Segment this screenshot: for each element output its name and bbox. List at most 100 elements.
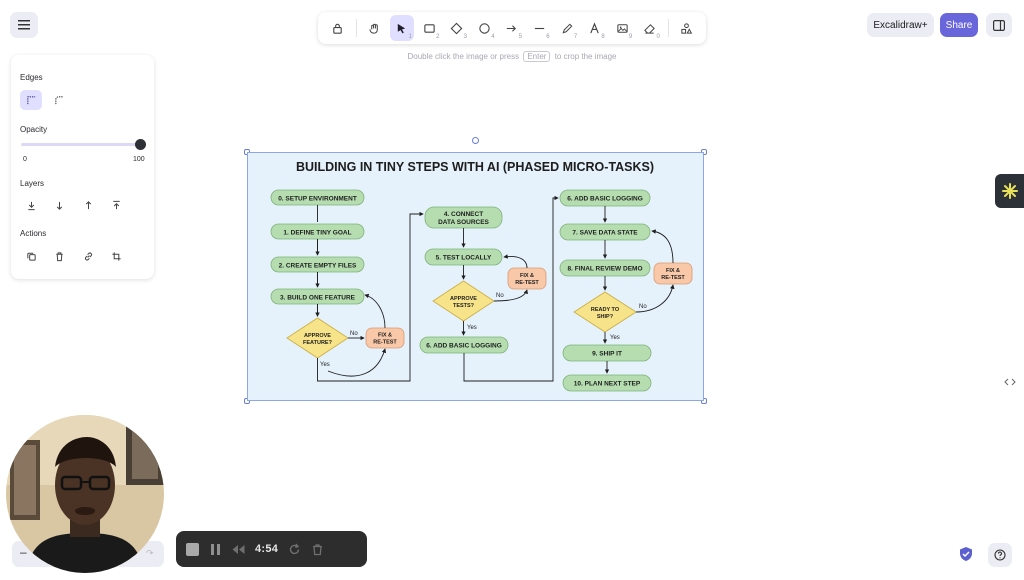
tool-selection[interactable]: 1 (389, 15, 414, 41)
col3-node-7: 7. SAVE DATA STATE (559, 223, 651, 241)
hand-icon (369, 23, 378, 34)
col3-fix-node: FIX & RE-TEST (653, 262, 693, 285)
sharp-corner-icon (26, 95, 35, 104)
pause-icon[interactable] (209, 543, 222, 556)
fix-label: RE-TEST (515, 280, 539, 286)
col3-node-10: 10. PLAN NEXT STEP (562, 374, 652, 392)
fix-label: FIX & (378, 333, 392, 339)
flowchart-image[interactable]: BUILDING IN TINY STEPS WITH AI (PHASED M… (247, 152, 704, 401)
sparkle-icon (1001, 183, 1018, 199)
pencil-icon (562, 23, 572, 33)
redo-icon[interactable]: ↷ (146, 548, 154, 558)
hint-text: Double click the image or press (407, 52, 520, 61)
bring-forward-button[interactable] (77, 195, 99, 215)
col3-node-8: 8. FINAL REVIEW DEMO (559, 259, 651, 277)
col3-decision: READY TO SHIP? (573, 291, 637, 333)
tool-hand[interactable] (362, 15, 386, 41)
sidebar-icon (993, 19, 1005, 31)
rectangle-icon (424, 23, 435, 33)
col1-node-3: 3. BUILD ONE FEATURE (270, 288, 365, 305)
opacity-slider-thumb[interactable] (135, 139, 146, 150)
flowchart-title: BUILDING IN TINY STEPS WITH AI (PHASED M… (296, 160, 654, 174)
resize-handle-se[interactable] (701, 398, 707, 404)
crop-button[interactable] (105, 246, 127, 266)
col2-node-4: 4. CONNECT DATA SOURCES (424, 206, 503, 229)
tool-ellipse[interactable]: 4 (472, 15, 496, 41)
line-icon (534, 27, 545, 29)
shortcut-key: 0 (656, 34, 660, 40)
restart-icon[interactable] (288, 543, 301, 556)
shortcut-key: 9 (628, 34, 633, 40)
shortcut-key: 6 (546, 34, 550, 40)
zoom-out-button[interactable]: – (20, 545, 27, 559)
fix-label: FIX & (520, 273, 534, 279)
no-label: No (639, 304, 647, 310)
tool-draw[interactable]: 7 (555, 15, 579, 41)
decision-label: READY TO (591, 307, 620, 313)
col3-node-6: 6. ADD BASIC LOGGING (559, 189, 651, 207)
fix-label: RE-TEST (661, 275, 685, 281)
tool-extra[interactable] (674, 15, 698, 41)
duplicate-button[interactable] (20, 246, 42, 266)
lock-icon (333, 23, 343, 34)
layers-title: Layers (20, 179, 45, 188)
node-label: DATA SOURCES (438, 219, 489, 226)
crop-icon (111, 251, 121, 261)
tool-text[interactable]: 8 (583, 15, 607, 41)
toolbar-separator (355, 19, 357, 37)
edges-round-button[interactable] (48, 90, 70, 110)
tool-eraser[interactable]: 0 (638, 15, 662, 41)
link-button[interactable] (77, 246, 99, 266)
tool-arrow[interactable]: 5 (500, 15, 524, 41)
help-button[interactable] (988, 543, 1012, 567)
rewind-icon[interactable] (232, 543, 245, 556)
tool-lock[interactable] (326, 15, 350, 41)
node-label: 2. CREATE EMPTY FILES (279, 263, 357, 270)
node-label: 8. FINAL REVIEW DEMO (568, 266, 643, 273)
trash-icon[interactable] (311, 543, 324, 556)
fix-label: FIX & (666, 268, 680, 274)
yes-label: Yes (610, 335, 620, 341)
rotation-handle[interactable] (472, 137, 479, 144)
delete-button[interactable] (48, 246, 70, 266)
hint-key: Enter (523, 51, 551, 62)
main-menu-button[interactable] (10, 12, 38, 38)
library-sidebar-button[interactable] (986, 13, 1012, 37)
col2-node-5: 5. TEST LOCALLY (424, 248, 503, 266)
bring-to-front-button[interactable] (105, 195, 127, 215)
send-backward-button[interactable] (48, 195, 70, 215)
tool-rectangle[interactable]: 2 (417, 15, 441, 41)
send-to-back-button[interactable] (20, 195, 42, 215)
shortcut-key: 8 (601, 34, 605, 40)
tool-line[interactable]: 6 (527, 15, 551, 41)
tool-diamond[interactable]: 3 (445, 15, 469, 41)
opacity-min: 0 (23, 156, 27, 163)
crop-hint: Double click the image or press Enter to… (318, 51, 706, 62)
share-button[interactable]: Share (940, 13, 978, 37)
webcam-person-image (6, 415, 164, 573)
screen-recorder-bar: 4:54 (176, 531, 367, 567)
collapse-sidebar-icon[interactable] (1004, 378, 1016, 388)
opacity-slider-track[interactable] (21, 143, 143, 146)
bring-to-front-icon (112, 200, 120, 209)
yes-label: Yes (320, 362, 330, 368)
arrow-down-icon (56, 201, 62, 210)
shortcut-key: 3 (463, 34, 467, 40)
image-icon (617, 23, 628, 33)
node-label: 5. TEST LOCALLY (436, 255, 492, 262)
node-label: 4. CONNECT (444, 211, 483, 218)
shortcut-key: 4 (491, 34, 495, 40)
decision-label: APPROVE (450, 296, 477, 302)
stop-recording-button[interactable] (186, 542, 199, 556)
tool-image[interactable]: 9 (610, 15, 634, 41)
arrow-up-icon (85, 200, 91, 209)
edges-sharp-button[interactable] (20, 90, 42, 110)
node-label: 10. PLAN NEXT STEP (574, 381, 641, 388)
col2-fix-node: FIX & RE-TEST (507, 267, 547, 290)
excalidraw-plus-button[interactable]: Excalidraw+ (867, 13, 934, 37)
shield-check-icon[interactable] (958, 546, 974, 562)
plugin-launcher-button[interactable] (995, 174, 1024, 208)
text-icon (590, 21, 599, 33)
properties-panel: Edges Opacity 0 100 Layers Actions (11, 55, 154, 279)
round-corner-icon (54, 95, 63, 104)
